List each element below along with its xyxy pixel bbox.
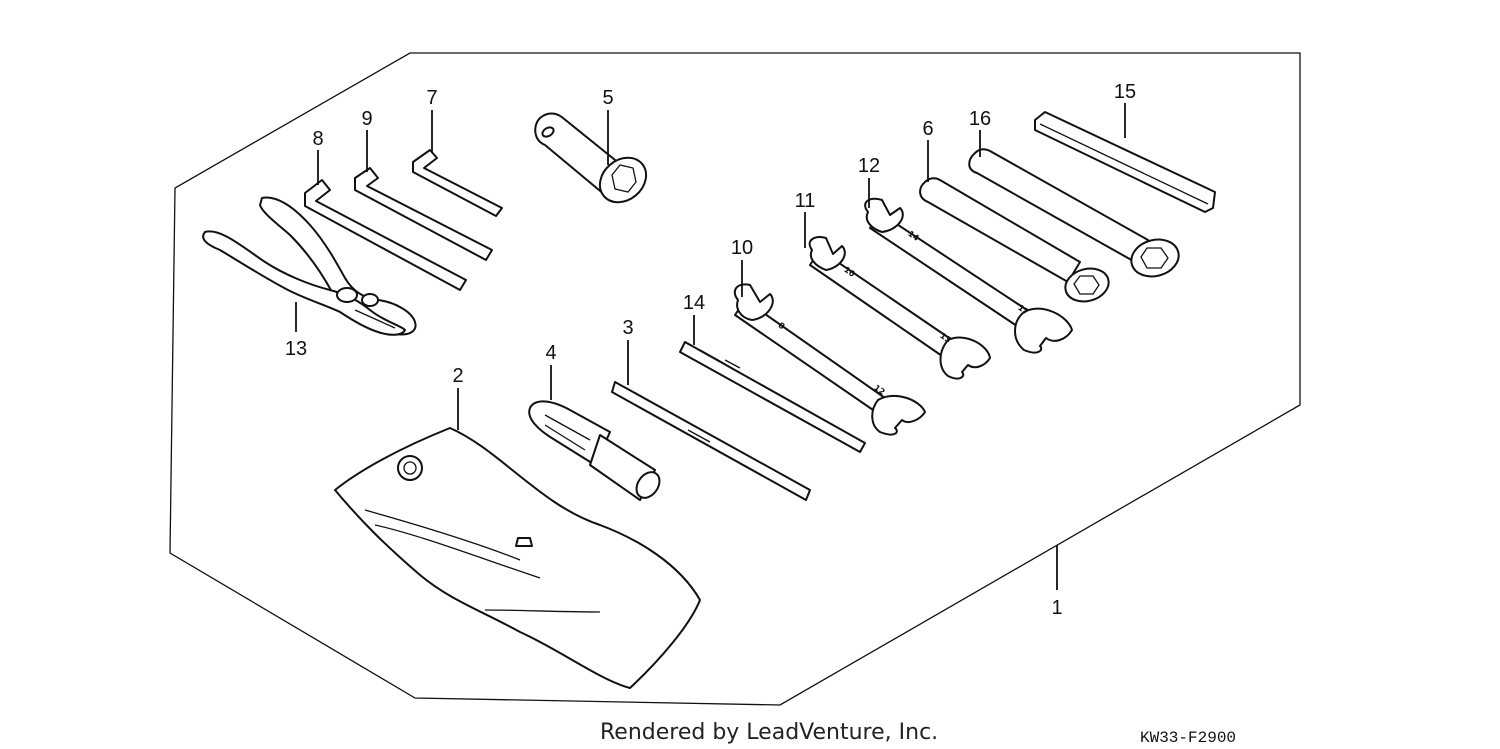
open-end-wrench-8x12[interactable]: 8 12 [733, 283, 926, 436]
callout-7: 7 [426, 87, 437, 109]
callout-3: 3 [622, 317, 633, 339]
hex-key-medium[interactable] [354, 167, 493, 261]
spark-plug-socket[interactable] [534, 112, 655, 212]
kit-boundary-outline [169, 52, 1301, 706]
figure-code: KW33-F2900 [1140, 729, 1236, 747]
callout-10: 10 [731, 237, 753, 259]
callout-14: 14 [683, 292, 705, 314]
hex-key-large[interactable] [304, 179, 467, 291]
callout-15: 15 [1114, 81, 1136, 103]
callout-9: 9 [361, 108, 372, 130]
callout-2: 2 [452, 365, 463, 387]
hex-key-small[interactable] [412, 149, 503, 217]
callout-5: 5 [602, 87, 613, 109]
screwdriver-handle[interactable] [528, 400, 664, 502]
screwdriver-shaft[interactable] [611, 381, 811, 501]
callout-13: 13 [285, 338, 307, 360]
callout-11: 11 [795, 190, 816, 212]
callout-labels: 1 2 3 4 5 6 7 8 9 10 11 12 13 14 15 16 [285, 81, 1136, 619]
credit-text: Rendered by LeadVenture, Inc. [600, 720, 938, 745]
leader-lines [295, 103, 1126, 590]
open-end-wrench-10x13[interactable]: 10 13 [808, 236, 991, 380]
box-wrench-small[interactable] [919, 177, 1112, 306]
callout-16: 16 [969, 108, 991, 130]
tool-bag[interactable] [334, 427, 701, 689]
pliers[interactable] [202, 196, 417, 336]
screwdriver-shaft-long[interactable] [679, 341, 866, 453]
callout-6: 6 [922, 118, 933, 140]
callout-1: 1 [1051, 597, 1062, 619]
wrench-size-8: 8 [777, 321, 787, 332]
callout-4: 4 [545, 342, 556, 364]
callout-12: 12 [858, 155, 880, 177]
flat-bar[interactable] [1034, 111, 1216, 213]
callout-8: 8 [312, 128, 323, 150]
